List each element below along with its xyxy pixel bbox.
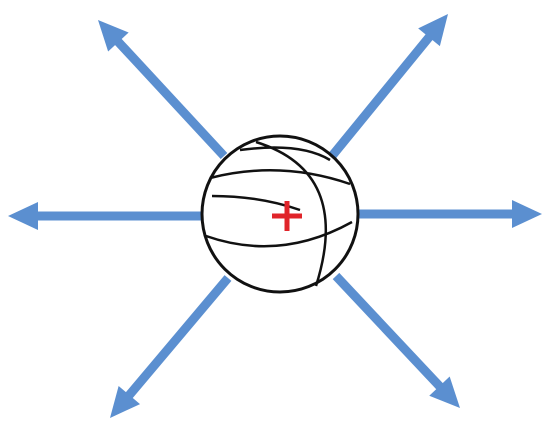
arrow-shaft <box>332 36 430 156</box>
arrow-left <box>8 202 202 230</box>
arrowhead-icon <box>8 202 38 230</box>
arrow-shaft <box>336 276 441 388</box>
arrow-shaft <box>117 41 224 156</box>
arrowhead-icon <box>512 200 542 228</box>
arrow-down-right <box>336 276 460 408</box>
arrow-down-left <box>110 278 228 418</box>
arrow-right <box>358 200 542 228</box>
arrow-up-right <box>332 14 448 156</box>
arrow-shaft <box>128 278 228 397</box>
arrow-up-left <box>98 20 224 156</box>
